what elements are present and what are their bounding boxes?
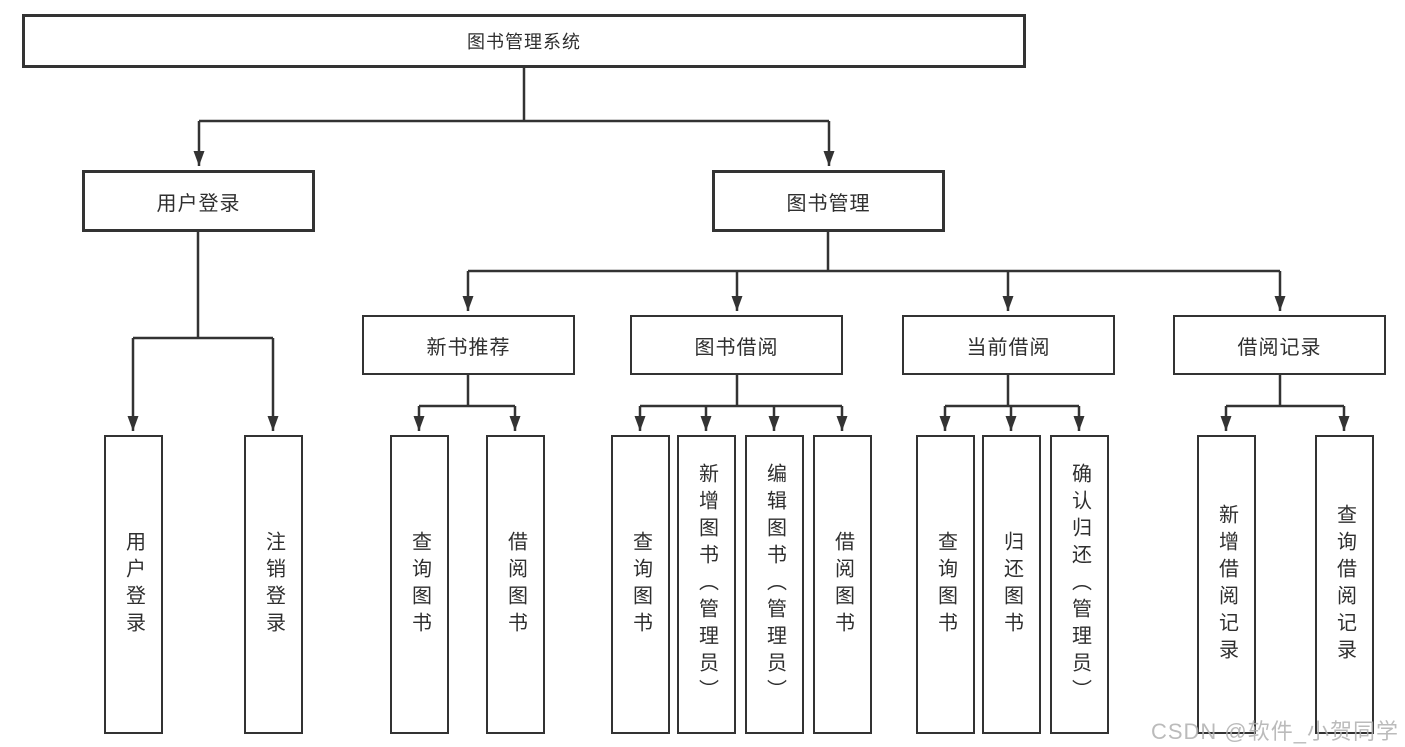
leaf-label: 查询图书 xyxy=(629,530,652,639)
leaf-borrow-books: 借阅图书 xyxy=(813,435,872,734)
node-label: 图书借阅 xyxy=(694,336,779,359)
leaf-query-books-borrow: 查询图书 xyxy=(611,435,670,734)
leaf-label: 借阅图书 xyxy=(504,530,527,639)
node-label: 图书管理 xyxy=(786,192,871,215)
node-book-management: 图书管理 xyxy=(712,170,945,232)
node-label: 借阅记录 xyxy=(1237,336,1322,359)
node-label: 当前借阅 xyxy=(966,336,1051,359)
leaf-label: 确认归还（管理员） xyxy=(1068,463,1091,706)
leaf-label: 借阅图书 xyxy=(831,530,854,639)
leaf-confirm-return-admin: 确认归还（管理员） xyxy=(1050,435,1109,734)
node-label: 用户登录 xyxy=(156,192,241,215)
leaf-label: 归还图书 xyxy=(1000,530,1023,639)
node-user-login: 用户登录 xyxy=(82,170,315,232)
leaf-label: 编辑图书（管理员） xyxy=(763,463,786,706)
leaf-label: 查询图书 xyxy=(934,530,957,639)
node-new-book-recommend: 新书推荐 xyxy=(362,315,575,375)
leaf-return-books: 归还图书 xyxy=(982,435,1041,734)
leaf-query-books-current: 查询图书 xyxy=(916,435,975,734)
leaf-label: 注销登录 xyxy=(262,530,285,639)
leaf-label: 用户登录 xyxy=(122,530,145,639)
leaf-label: 新增图书（管理员） xyxy=(695,463,718,706)
leaf-label: 查询图书 xyxy=(408,530,431,639)
leaf-add-books-admin: 新增图书（管理员） xyxy=(677,435,736,734)
node-borrow-records: 借阅记录 xyxy=(1173,315,1386,375)
node-label: 图书管理系统 xyxy=(467,32,581,52)
node-book-borrow: 图书借阅 xyxy=(630,315,843,375)
node-label: 新书推荐 xyxy=(426,336,511,359)
node-library-management-system: 图书管理系统 xyxy=(22,14,1026,68)
leaf-logout: 注销登录 xyxy=(244,435,303,734)
leaf-edit-books-admin: 编辑图书（管理员） xyxy=(745,435,804,734)
csdn-watermark: CSDN @软件_小贺同学 xyxy=(1150,719,1399,744)
leaf-label: 新增借阅记录 xyxy=(1215,503,1238,666)
leaf-user-login: 用户登录 xyxy=(104,435,163,734)
leaf-label: 查询借阅记录 xyxy=(1333,503,1356,666)
leaf-query-books-recommend: 查询图书 xyxy=(390,435,449,734)
leaf-borrow-books-recommend: 借阅图书 xyxy=(486,435,545,734)
node-current-borrow: 当前借阅 xyxy=(902,315,1115,375)
leaf-query-borrow-record: 查询借阅记录 xyxy=(1315,435,1374,734)
leaf-add-borrow-record: 新增借阅记录 xyxy=(1197,435,1256,734)
